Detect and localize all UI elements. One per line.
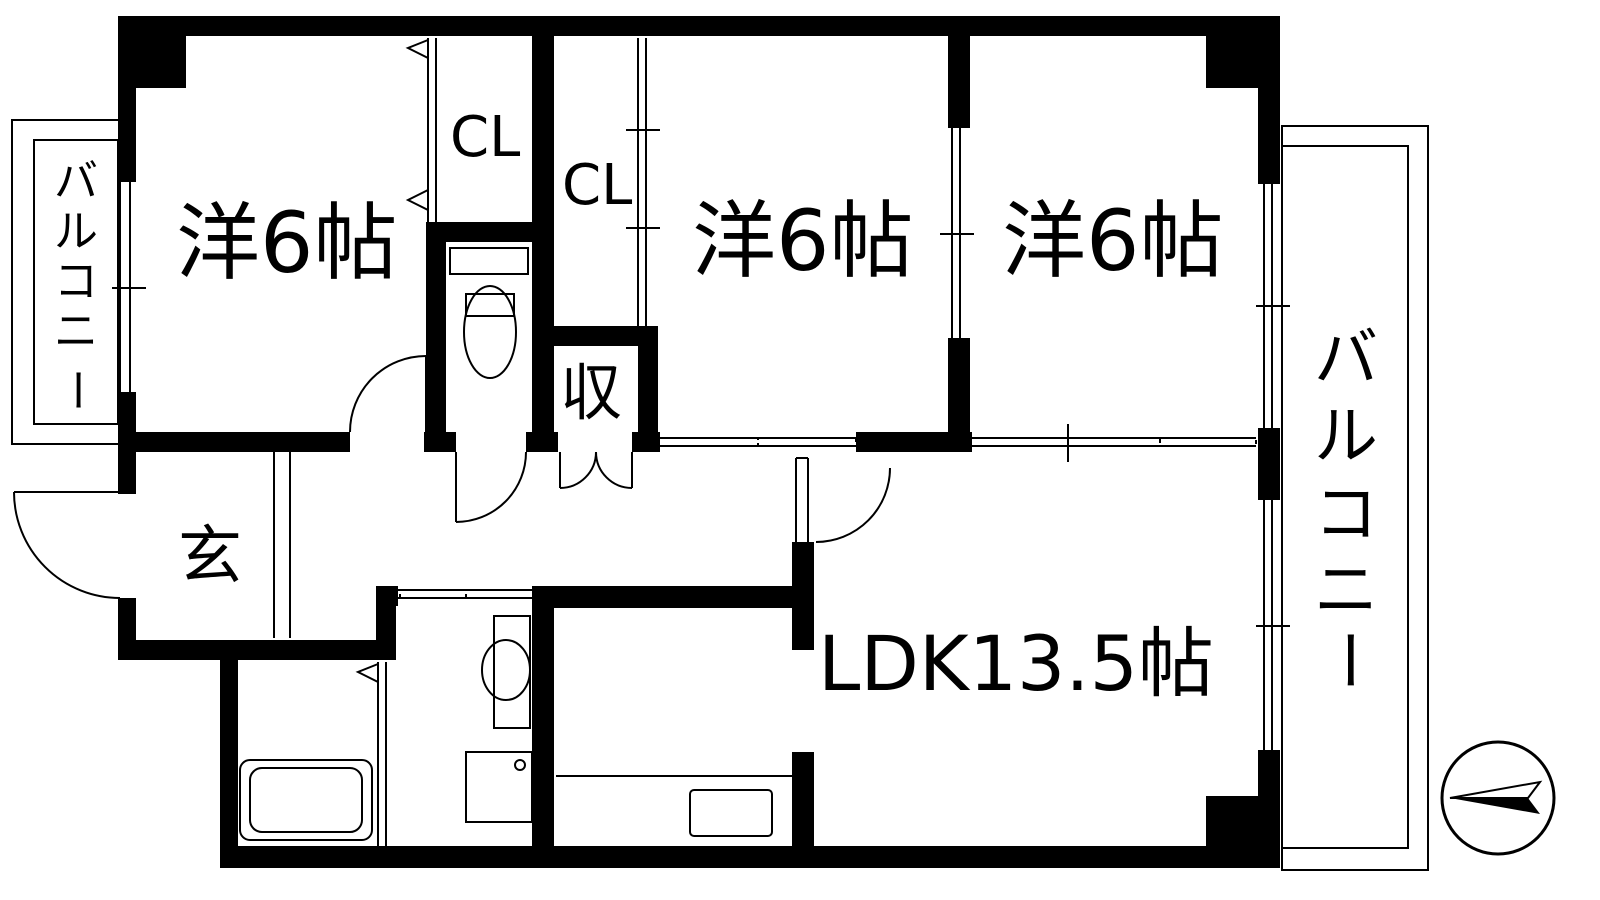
compass-circle [1440, 740, 1556, 856]
walls [118, 16, 1280, 868]
balcony-char: コ [54, 256, 98, 307]
storage-label: 収 [560, 356, 622, 429]
balcony-east [1281, 125, 1429, 871]
balcony-char: ル [54, 206, 98, 257]
balcony-char: バ [54, 156, 98, 207]
room-label-center-bedroom: 洋6帖 [692, 192, 913, 290]
room-label-ldk: LDK13.5帖 [818, 619, 1214, 708]
room-label-east-bedroom: 洋6帖 [1002, 192, 1223, 290]
balcony-label-west: バ ル コ ニ ー [51, 156, 102, 412]
balcony-char: ー [51, 368, 102, 412]
room-label-entrance: 玄 [178, 520, 242, 594]
balcony-char: バ [1314, 322, 1378, 396]
balcony-char: ル [1314, 400, 1378, 474]
balcony-char: ー [1310, 628, 1384, 692]
balcony-char: ニ [1314, 554, 1378, 628]
compass [1440, 740, 1556, 856]
balcony-char: ニ [54, 306, 98, 357]
room-label-west-bedroom: 洋6帖 [176, 194, 397, 292]
balcony-label-east: バ ル コ ニ ー [1310, 322, 1384, 692]
closet-label-west: CL [450, 105, 520, 170]
closet-label-center: CL [562, 153, 632, 218]
balcony-char: コ [1314, 478, 1378, 552]
